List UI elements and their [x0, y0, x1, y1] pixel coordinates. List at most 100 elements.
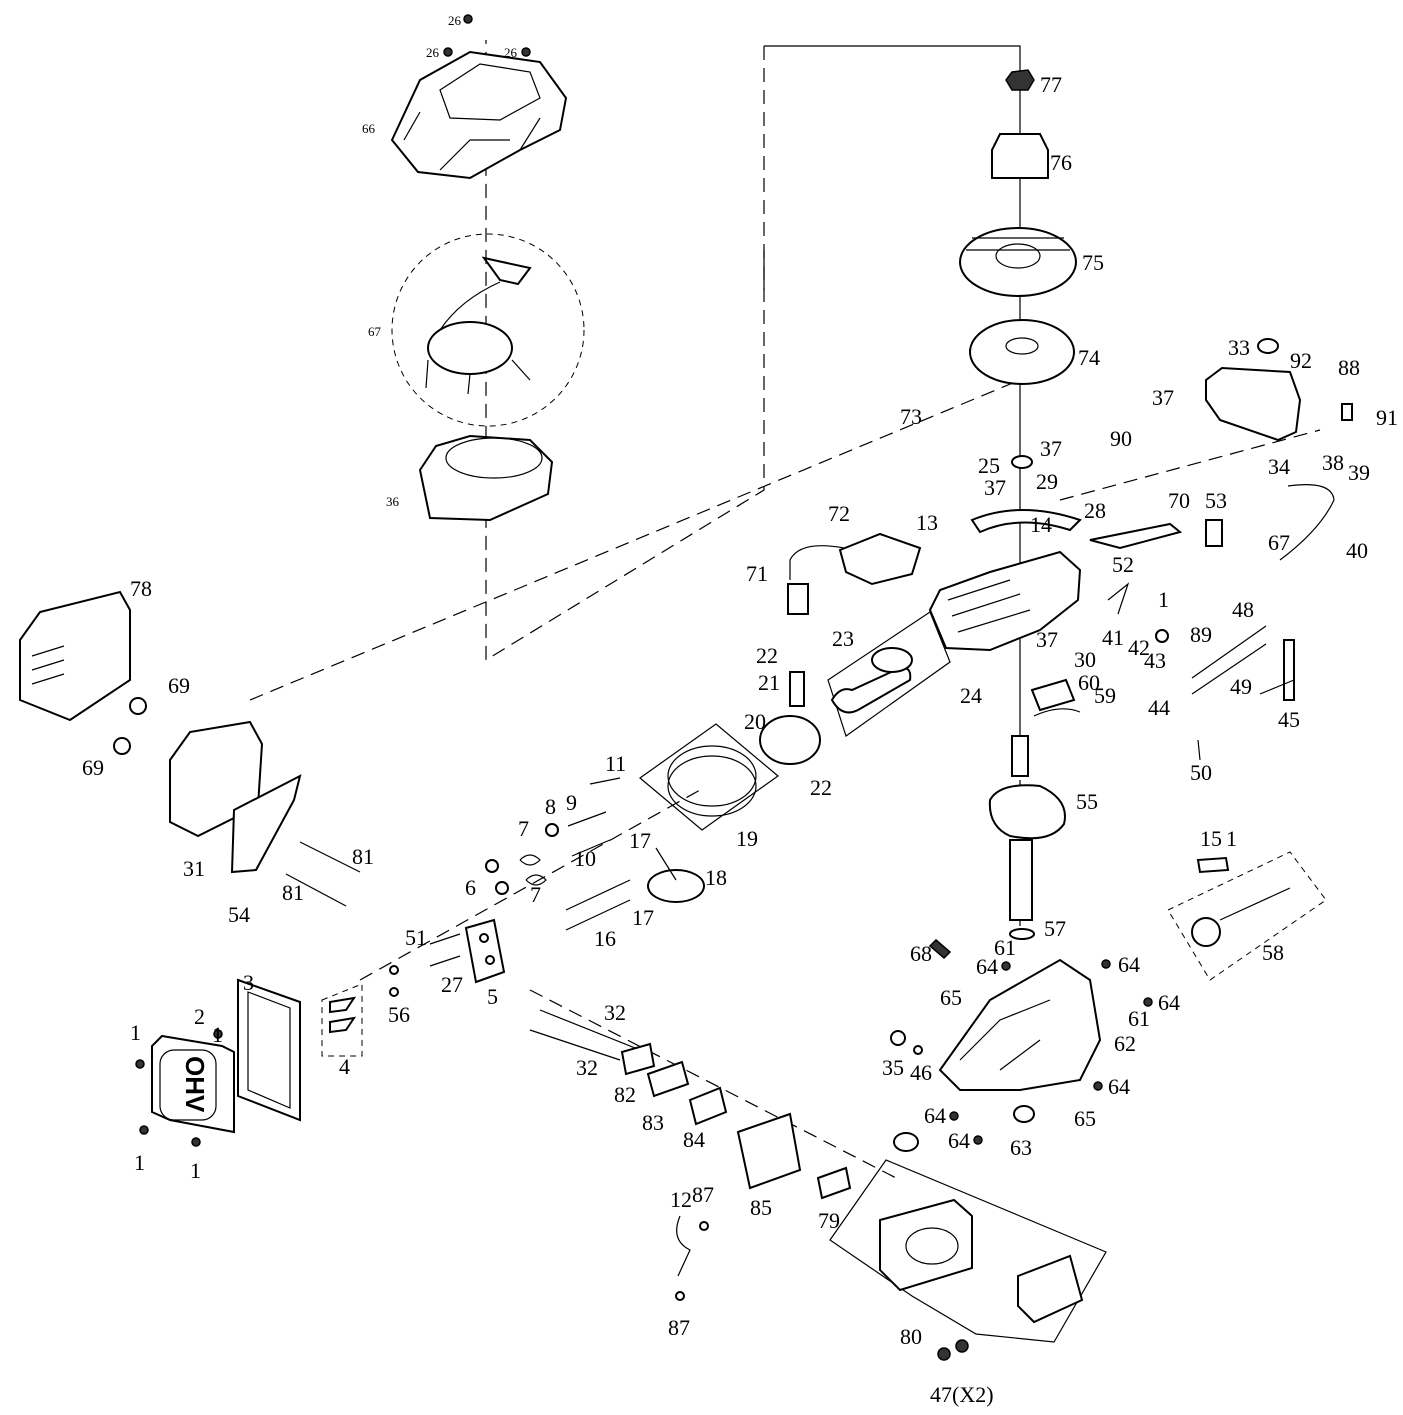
callout-label: 21	[758, 670, 780, 695]
governor	[1167, 851, 1327, 981]
callout-label: 36	[386, 494, 400, 509]
callout-label: 87	[692, 1182, 714, 1207]
callout-label: 74	[1078, 345, 1100, 370]
cylinder-head-group: OHV	[135, 918, 506, 1147]
callout-label: 1	[1226, 826, 1237, 851]
callout-label: 16	[594, 926, 616, 951]
callout-label: 10	[574, 846, 596, 871]
callout-label: 22	[810, 775, 832, 800]
callout-label: 63	[1010, 1135, 1032, 1160]
callout-label: 64	[948, 1128, 970, 1153]
callout-label: 64	[976, 954, 998, 979]
callout-label: 68	[910, 941, 932, 966]
callout-label: 45	[1278, 707, 1300, 732]
callout-label: 12	[670, 1187, 692, 1212]
callout-label: 26	[448, 13, 462, 28]
callout-label: 41	[1102, 625, 1124, 650]
callout-label: 58	[1262, 940, 1284, 965]
callout-label: 80	[900, 1324, 922, 1349]
callout-label: 75	[1082, 250, 1104, 275]
callout-label: 3	[243, 970, 254, 995]
callout-label: 18	[705, 865, 727, 890]
intake-group	[529, 1009, 1107, 1361]
callout-label: 26	[426, 45, 440, 60]
callout-label: 35	[882, 1055, 904, 1080]
piston-assembly	[639, 611, 951, 831]
callout-label: 17	[629, 828, 651, 853]
callout-label: 64	[1118, 952, 1140, 977]
callout-label: 5	[487, 984, 498, 1009]
callout-label: 1	[190, 1158, 201, 1183]
callout-label: 24	[960, 683, 982, 708]
callout-label: 1	[134, 1150, 145, 1175]
callout-label: 53	[1205, 488, 1227, 513]
callout-label: 78	[130, 576, 152, 601]
fan-shroud	[418, 434, 554, 522]
callout-label: 2	[194, 1004, 205, 1029]
callout-label: 42	[1128, 635, 1150, 660]
callout-label: 55	[1076, 789, 1098, 814]
valve-train	[485, 777, 705, 931]
muffler-group	[19, 590, 361, 907]
callout-label: 81	[282, 880, 304, 905]
callout-label: 1	[130, 1020, 141, 1045]
callout-label: 73	[900, 404, 922, 429]
callout-label: 85	[750, 1195, 772, 1220]
callout-label: 7	[518, 816, 529, 841]
callout-label: 52	[1112, 552, 1134, 577]
callout-label: 19	[736, 826, 758, 851]
callout-label: 32	[604, 1000, 626, 1025]
callout-label: 37	[1152, 385, 1174, 410]
callout-label: 72	[828, 501, 850, 526]
callout-label: 79	[818, 1208, 840, 1233]
callout-label: 20	[744, 709, 766, 734]
callout-label: 34	[1268, 454, 1290, 479]
callout-label: 38	[1322, 450, 1344, 475]
callout-label: 11	[605, 751, 626, 776]
callout-label: 17	[632, 905, 654, 930]
callout-label: 31	[183, 856, 205, 881]
recoil-starter	[391, 233, 585, 427]
callout-label: 87	[668, 1315, 690, 1340]
ohv-logo: OHV	[180, 1056, 210, 1113]
callout-label: 49	[1230, 674, 1252, 699]
oil-sump	[890, 938, 1153, 1152]
callout-label: 64	[1108, 1074, 1130, 1099]
callout-label: 66	[362, 121, 376, 136]
callout-label: 46	[910, 1060, 932, 1085]
callout-label: 6	[465, 875, 476, 900]
callout-label: 32	[576, 1055, 598, 1080]
callout-label: 51	[405, 925, 427, 950]
callout-label: 59	[1094, 683, 1116, 708]
callout-label: 28	[1084, 498, 1106, 523]
callout-label: 70	[1168, 488, 1190, 513]
callout-label: 81	[352, 844, 374, 869]
callout-label: 57	[1044, 916, 1066, 941]
callout-label: 92	[1290, 348, 1312, 373]
callout-label: 89	[1190, 622, 1212, 647]
callout-label: 1	[1158, 587, 1169, 612]
callout-label: 90	[1110, 426, 1132, 451]
callout-label: 37	[984, 475, 1006, 500]
callout-label: 22	[756, 643, 778, 668]
callout-label: 61	[994, 935, 1016, 960]
callout-label: 67	[1268, 530, 1290, 555]
callout-label: 83	[642, 1110, 664, 1135]
callout-label: 25	[978, 453, 1000, 478]
crankshaft	[988, 735, 1066, 940]
callout-label: 47(X2)	[930, 1382, 994, 1407]
callout-label: 91	[1376, 405, 1398, 430]
callout-label: 88	[1338, 355, 1360, 380]
callout-label: 77	[1040, 72, 1062, 97]
callout-label: 37	[1036, 627, 1058, 652]
callout-label: 1	[212, 1022, 223, 1047]
callout-label: 69	[168, 673, 190, 698]
callout-label: 65	[940, 985, 962, 1010]
callout-label: 26	[504, 45, 518, 60]
callout-label: 61	[1128, 1006, 1150, 1031]
callout-label: 29	[1036, 469, 1058, 494]
callout-label: 13	[916, 510, 938, 535]
callout-label: 64	[1158, 990, 1180, 1015]
callout-label: 67	[368, 324, 382, 339]
